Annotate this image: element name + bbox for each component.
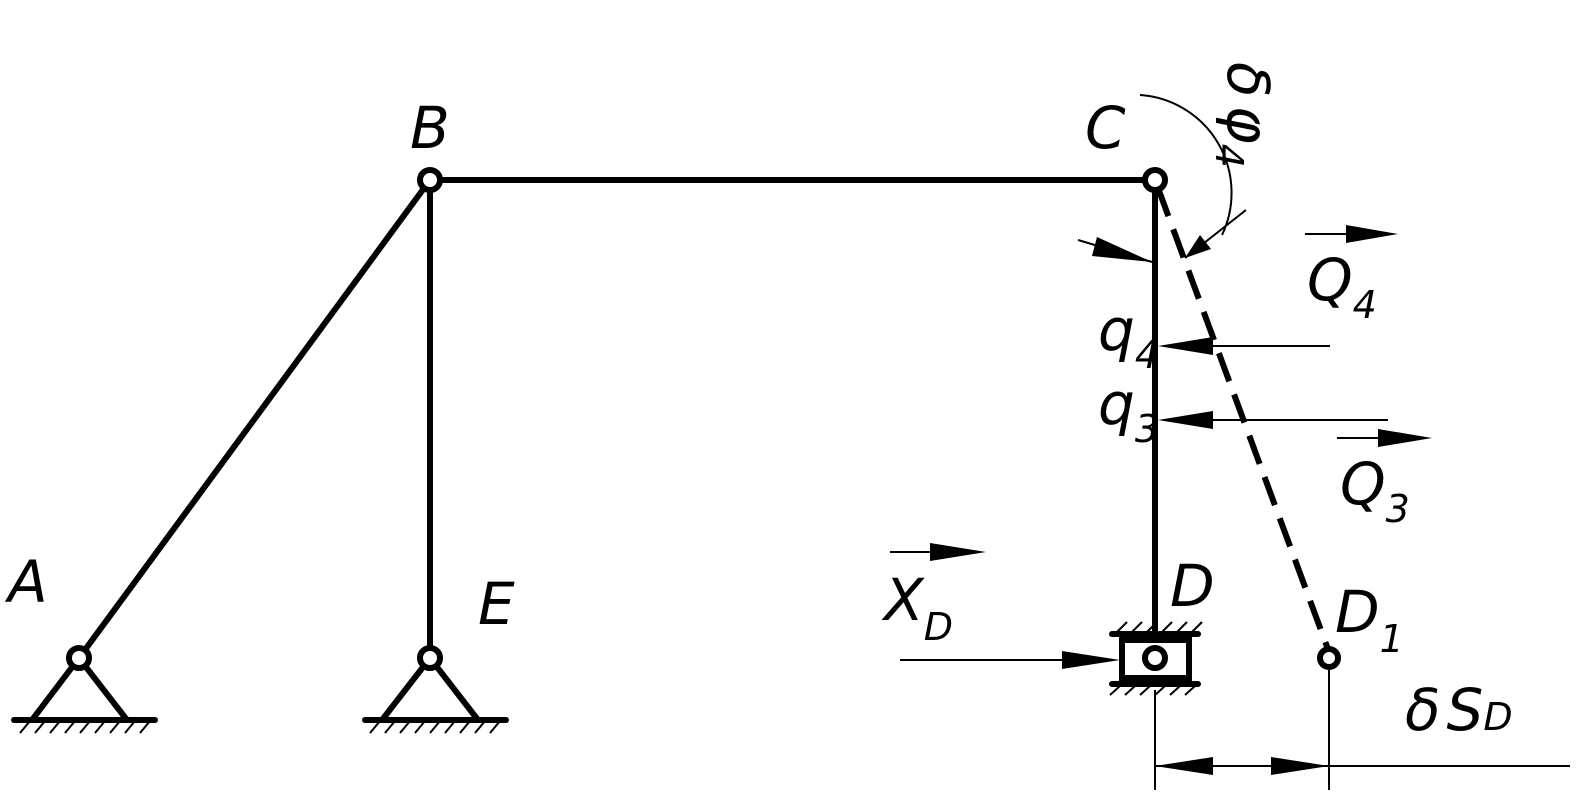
label-A: A (4, 548, 48, 616)
label-q3: q3 (1098, 370, 1159, 451)
joint-A (66, 645, 92, 671)
joint-B (417, 167, 443, 193)
link-AB (76, 177, 433, 661)
label-E: E (478, 570, 515, 638)
label-C: C (1085, 94, 1126, 162)
label-Q3: Q3 (1340, 450, 1410, 531)
joint-C (1142, 167, 1168, 193)
vector-bar-XD (890, 543, 986, 561)
joint-E (417, 645, 443, 671)
label-dphi4: δφ4 (1207, 62, 1282, 168)
label-D: D (1170, 552, 1215, 620)
label-D1: D1 (1335, 578, 1404, 661)
arrow-q3 (1158, 411, 1388, 429)
arrow-q4 (1158, 337, 1330, 355)
vector-bar-Q3 (1337, 429, 1432, 447)
label-Q4: Q4 (1307, 246, 1377, 327)
rotation-arc-dphi4 (1077, 94, 1247, 263)
arrow-XD (900, 651, 1120, 669)
label-q4: q4 (1098, 296, 1159, 377)
joint-D (1142, 645, 1168, 671)
dimension-dSD (1154, 668, 1570, 790)
joint-D1 (1317, 646, 1341, 670)
label-XD: XD (881, 566, 953, 649)
vector-bar-Q4 (1305, 225, 1398, 243)
label-B: B (410, 94, 450, 162)
